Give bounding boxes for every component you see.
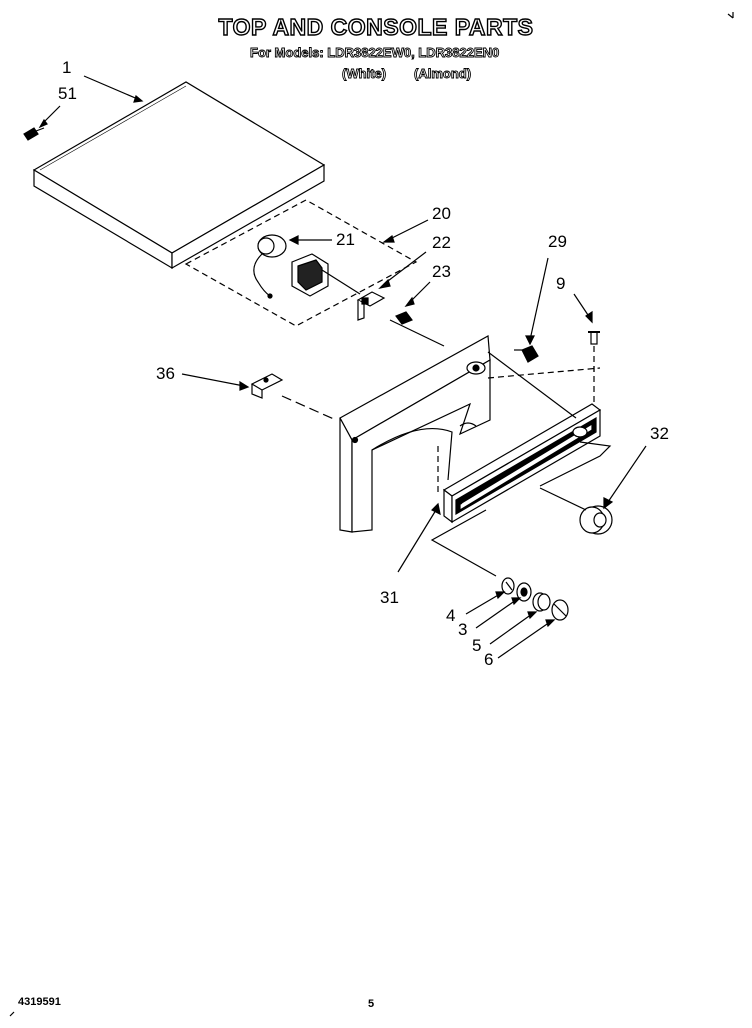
callout-1: 1: [62, 58, 72, 77]
connect-line: [389, 319, 445, 347]
leader-23: [409, 281, 431, 303]
leader-36: [181, 373, 245, 387]
console-panel: [339, 335, 491, 533]
callout-36: 36: [156, 364, 175, 383]
callout-29: 29: [548, 232, 567, 251]
leader-5: [489, 613, 533, 645]
models-line: For Models: LDR3822EW0, LDR3822EN0: [250, 45, 500, 61]
leader-1: [83, 75, 141, 101]
leader-31: [397, 509, 437, 573]
footer-page-number: 5: [368, 998, 375, 1010]
leader-32: [607, 445, 647, 503]
callout-20: 20: [432, 204, 451, 223]
callout-32: 32: [650, 424, 669, 443]
screw-9: [588, 331, 600, 345]
console-trim-31: [442, 403, 602, 524]
knob-32: [539, 441, 613, 535]
part-6: [551, 599, 569, 621]
switch-body: [291, 253, 361, 297]
leader-6: [497, 621, 551, 659]
screw-23: [395, 311, 413, 325]
connect-panel: [487, 351, 577, 419]
leader-29: [529, 257, 549, 341]
footer-part-number: 4319591: [18, 996, 61, 1008]
leader-4: [465, 593, 501, 615]
callout-5: 5: [472, 636, 482, 655]
top-panel: [32, 81, 326, 270]
callout-9: 9: [556, 274, 566, 293]
callout-6: 6: [484, 650, 494, 669]
color-almond: (Almond): [414, 66, 472, 82]
callout-51: 51: [58, 84, 77, 103]
color-white: (White): [342, 66, 387, 82]
part-5: [532, 592, 551, 612]
dashed-box-20: [184, 199, 418, 327]
callout-21: 21: [336, 230, 355, 249]
part-3: [516, 582, 532, 602]
screw-29: [514, 345, 539, 363]
part-4: [501, 577, 515, 595]
bracket-22: [356, 291, 386, 321]
callout-4: 4: [446, 606, 456, 625]
bracket-36: [250, 373, 284, 399]
footer-mark: [9, 1011, 15, 1017]
callout-23: 23: [432, 262, 451, 281]
corner-mark: [727, 12, 734, 19]
callout-22: 22: [432, 233, 451, 252]
timer-21: [253, 234, 287, 299]
leader-9: [573, 293, 591, 319]
leader-3: [475, 599, 517, 629]
leader-20: [387, 219, 429, 241]
callout-3: 3: [458, 620, 468, 639]
diagram-title: TOP AND CONSOLE PARTS: [218, 13, 534, 40]
callout-31: 31: [380, 588, 399, 607]
screw-51: [23, 127, 45, 141]
leader-22: [383, 251, 427, 285]
